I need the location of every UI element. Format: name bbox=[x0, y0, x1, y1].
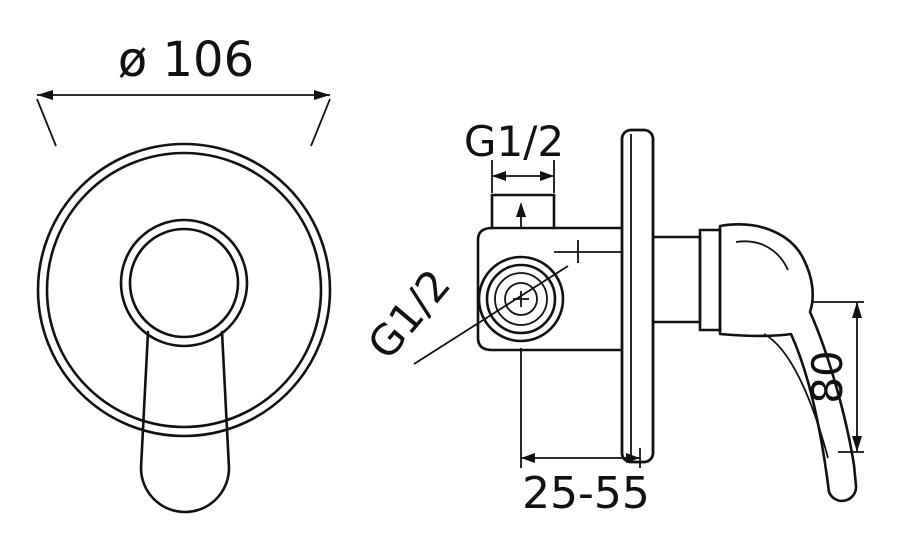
diameter-arrow-left-icon bbox=[37, 90, 53, 100]
side-view: G1/2 bbox=[358, 117, 864, 519]
depth-arrow-right-icon bbox=[626, 453, 640, 463]
top-thread-arrow-right-icon bbox=[540, 171, 554, 181]
wall-plate-side bbox=[620, 128, 655, 464]
diameter-extension-right bbox=[310, 98, 331, 147]
top-thread-dimension: G1/2 bbox=[464, 117, 564, 193]
flow-arrow-icon bbox=[516, 202, 526, 217]
side-thread-leader-line bbox=[413, 265, 569, 365]
lever-side-outline bbox=[718, 223, 858, 503]
side-inlet-circle-3 bbox=[494, 272, 548, 326]
front-view bbox=[36, 142, 332, 514]
diameter-extension-left bbox=[36, 98, 57, 147]
diameter-dimension-label: ø 106 bbox=[118, 32, 254, 88]
side-inlet-circle-1 bbox=[477, 255, 565, 343]
side-inlet-circle-4 bbox=[504, 282, 538, 316]
escutcheon-inner-circle bbox=[45, 151, 323, 429]
projection-arrow-top-icon bbox=[852, 302, 862, 318]
diameter-dimension: ø 106 bbox=[36, 32, 331, 147]
cartridge-assembly bbox=[651, 228, 722, 332]
side-inlet-circle-2 bbox=[485, 263, 557, 335]
side-inlet-thread bbox=[477, 255, 565, 343]
lever-side-inner-contour bbox=[763, 333, 829, 459]
handle-dome-outer-circle bbox=[119, 218, 249, 348]
lever-front-outline bbox=[139, 330, 231, 514]
side-thread-label: G1/2 bbox=[358, 260, 460, 368]
depth-dimension: 25-55 bbox=[520, 348, 650, 519]
projection-arrow-bottom-icon bbox=[852, 436, 862, 452]
handle-dome-inner-circle bbox=[128, 227, 240, 339]
valve-body-outline bbox=[476, 226, 625, 352]
top-thread-arrow-left-icon bbox=[492, 171, 506, 181]
top-thread-label: G1/2 bbox=[464, 117, 564, 166]
handle-projection-label: 80 bbox=[803, 350, 852, 403]
projection-dimension: 80 bbox=[803, 301, 864, 453]
escutcheon-outer-circle bbox=[36, 142, 332, 438]
diameter-arrow-right-icon bbox=[314, 90, 330, 100]
lever-head-detail bbox=[735, 240, 789, 271]
depth-arrow-left-icon bbox=[521, 453, 535, 463]
depth-range-label: 25-55 bbox=[522, 468, 650, 519]
